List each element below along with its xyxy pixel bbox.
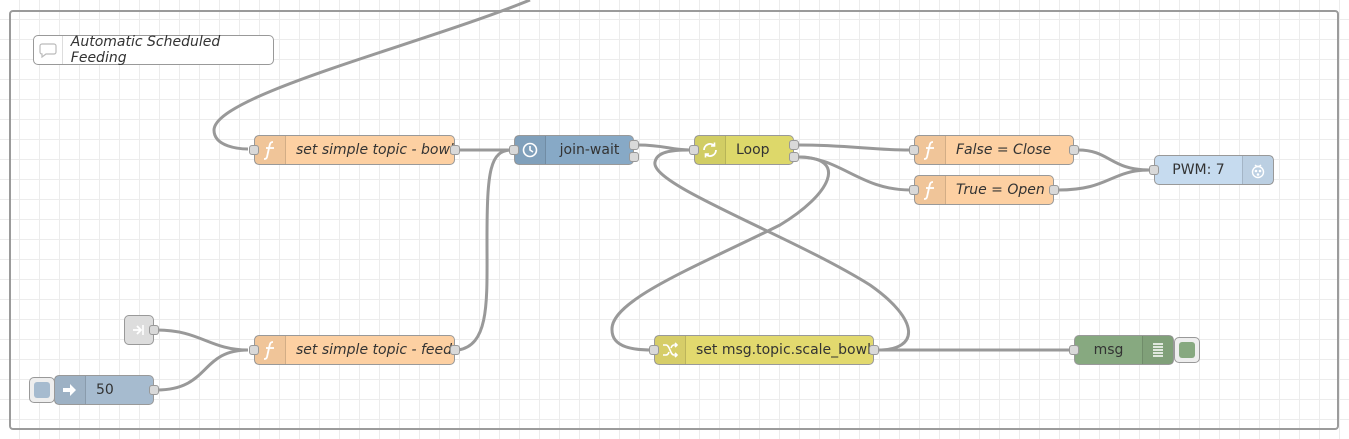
feed-output-port[interactable] xyxy=(450,345,460,355)
open-output-port[interactable] xyxy=(1049,185,1059,195)
wire-change-to-loop xyxy=(653,148,910,352)
flow-group-frame xyxy=(9,10,1339,430)
function-node-close[interactable]: False = Close xyxy=(914,135,1074,165)
join-output-port-1[interactable] xyxy=(629,140,639,150)
join-wait-label: join-wait xyxy=(559,142,620,158)
link-output-port[interactable] xyxy=(149,325,159,335)
loop-output-port-1[interactable] xyxy=(789,140,799,150)
wire-loop-to-change xyxy=(610,155,830,352)
inject-node[interactable]: 50 xyxy=(54,375,154,405)
shuffle-icon xyxy=(655,336,686,364)
wire-loop-to-close xyxy=(797,143,911,152)
loop-arrows-icon xyxy=(695,136,726,164)
wire-close-to-pwm xyxy=(1077,148,1151,172)
pwm-input-port[interactable] xyxy=(1149,165,1159,175)
pwm-output-node[interactable]: PWM: 7 xyxy=(1154,155,1274,185)
function-node-feed[interactable]: set simple topic - feed xyxy=(254,335,455,365)
wire-loop-to-open xyxy=(797,155,911,192)
function-node-bowl-label: set simple topic - bowl xyxy=(296,142,454,158)
debug-toggle-button[interactable] xyxy=(1174,337,1200,363)
join-output-port-2[interactable] xyxy=(629,152,639,162)
function-node-open-label: True = Open xyxy=(956,182,1045,198)
inject-output-port[interactable] xyxy=(149,385,159,395)
function-f-icon xyxy=(915,136,946,164)
bowl-output-port[interactable] xyxy=(450,145,460,155)
function-f-icon xyxy=(915,176,946,204)
wire-open-to-pwm xyxy=(1057,168,1151,192)
debug-label: msg xyxy=(1093,342,1124,358)
raspberry-pi-icon xyxy=(1242,156,1273,184)
join-input-port[interactable] xyxy=(509,145,519,155)
arrow-right-icon xyxy=(55,376,86,404)
debug-toggle-swatch xyxy=(1179,342,1195,358)
debug-input-port[interactable] xyxy=(1069,345,1079,355)
close-output-port[interactable] xyxy=(1069,145,1079,155)
loop-label: Loop xyxy=(736,142,770,158)
change-label: set msg.topic.scale_bowl xyxy=(696,342,871,358)
loop-output-port-2[interactable] xyxy=(789,152,799,162)
inject-trigger-swatch xyxy=(34,382,50,398)
open-input-port[interactable] xyxy=(909,185,919,195)
comment-node[interactable]: Automatic Scheduled Feeding xyxy=(33,34,274,66)
wire-top-to-bowl xyxy=(212,0,531,151)
change-input-port[interactable] xyxy=(649,345,659,355)
list-lines-icon xyxy=(1142,336,1173,364)
wire-link-to-feed xyxy=(156,328,249,352)
speech-bubble-icon xyxy=(34,36,63,64)
change-output-port[interactable] xyxy=(869,345,879,355)
function-node-open[interactable]: True = Open xyxy=(914,175,1054,205)
inject-trigger-button[interactable] xyxy=(29,377,55,403)
function-f-icon xyxy=(255,336,286,364)
change-node[interactable]: set msg.topic.scale_bowl xyxy=(654,335,874,365)
loop-input-port[interactable] xyxy=(689,145,699,155)
function-f-icon xyxy=(255,136,286,164)
link-in-icon xyxy=(125,316,153,344)
loop-node[interactable]: Loop xyxy=(694,135,794,165)
wire-inject-to-feed xyxy=(156,348,249,392)
function-node-close-label: False = Close xyxy=(956,142,1052,158)
join-wait-node[interactable]: join-wait xyxy=(514,135,634,165)
function-node-bowl[interactable]: set simple topic - bowl xyxy=(254,135,455,165)
feed-input-port[interactable] xyxy=(249,345,259,355)
pwm-label: PWM: 7 xyxy=(1172,162,1225,178)
bowl-input-port[interactable] xyxy=(249,145,259,155)
clock-history-icon xyxy=(515,136,546,164)
function-node-feed-label: set simple topic - feed xyxy=(296,342,453,358)
debug-node[interactable]: msg xyxy=(1074,335,1174,365)
comment-label: Automatic Scheduled Feeding xyxy=(70,34,221,66)
inject-label: 50 xyxy=(96,382,114,398)
close-input-port[interactable] xyxy=(909,145,919,155)
wire-feed-to-join xyxy=(457,148,513,352)
